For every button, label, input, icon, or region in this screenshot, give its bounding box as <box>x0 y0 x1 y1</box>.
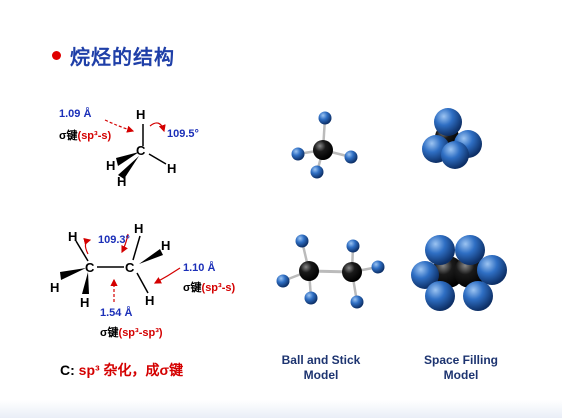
methane-bond-orbitals: (sp³-s) <box>77 130 112 142</box>
space-filling-caption: Space Filling Model <box>401 353 521 383</box>
title-row: 烷烃的结构 <box>52 43 175 69</box>
ethane-angle-arrow-2 <box>121 233 129 254</box>
ball-and-stick-caption-line-2: Model <box>303 368 339 382</box>
methane-atom-h-left: H <box>106 158 116 173</box>
ethane-atom-h1: H <box>68 229 78 244</box>
methane-atom-h-top: H <box>136 107 146 122</box>
ethane-ch-sigma: σ键 <box>183 282 202 294</box>
ethane-cc-orbitals: (sp³-sp³) <box>118 327 163 339</box>
ethane-atom-c2: C <box>125 260 135 275</box>
methane-bs-hydrogen <box>344 150 358 164</box>
ethane-ch-orbitals: (sp³-s) <box>201 282 236 294</box>
ethane-ch-length: 1.10 Å <box>183 262 216 274</box>
ethane-cc-sigma: σ键 <box>100 327 119 339</box>
ethane-bond-c1-h-top <box>75 240 89 262</box>
hybridization-note: C: sp³ 杂化，成σ键 <box>60 360 183 380</box>
space-filling-caption-line-2: Model <box>443 368 479 382</box>
ball-and-stick-caption: Ball and Stick Model <box>261 353 381 383</box>
methane-bond-arrow <box>104 119 135 133</box>
hybridization-note-rest: 杂化，成σ键 <box>99 362 184 378</box>
methane-bond-type: σ键(sp³-s) <box>59 127 111 143</box>
ethane-ball-and-stick-model <box>276 234 385 309</box>
methane-bs-hydrogen <box>310 165 324 179</box>
ethane-atom-c1: C <box>85 260 95 275</box>
methane-bs-carbon <box>313 140 333 160</box>
ethane-angle-arrow <box>83 237 92 255</box>
ethane-wedge-c1-left <box>60 268 86 280</box>
ethane-atom-h4: H <box>50 280 60 295</box>
ethane-wedge-c2-right <box>139 249 163 264</box>
ethane-atom-h5: H <box>80 295 90 310</box>
methane-wedge-bottom <box>118 156 139 179</box>
ethane-wedge-c1-bottom <box>82 272 89 294</box>
ethane-cc-length: 1.54 Å <box>100 307 133 319</box>
methane-space-filling-model <box>422 108 482 169</box>
ethane-ch-arrow <box>153 267 181 284</box>
methane-bs-hydrogen <box>291 147 305 161</box>
ethane-atom-h2: H <box>134 221 144 236</box>
methane-atom-h-right: H <box>167 161 177 176</box>
hybridization-note-prefix: C: <box>60 362 79 378</box>
methane-bond-sigma: σ键 <box>59 130 78 142</box>
methane-bs-hydrogen <box>318 111 332 125</box>
methane-wedge-left <box>116 152 139 166</box>
ethane-atom-h6: H <box>145 293 155 308</box>
methane-atom-h-bottom: H <box>117 174 127 189</box>
ball-and-stick-caption-line-1: Ball and Stick <box>281 353 361 367</box>
methane-atom-c: C <box>136 143 146 158</box>
ethane-space-filling-model <box>411 235 507 311</box>
ethane-bond-c2-h-bottom <box>136 272 149 294</box>
methane-ball-and-stick-model <box>291 111 358 179</box>
methane-bond-right <box>148 153 167 165</box>
title-bullet <box>52 50 61 60</box>
methane-angle-arrow <box>149 122 166 133</box>
ethane-bond-c2-h-top <box>132 235 141 261</box>
ethane-ch-bond-type: σ键(sp³-s) <box>183 279 235 295</box>
ethane-atom-h3: H <box>161 238 171 253</box>
ethane-angle: 109.3° <box>98 234 130 246</box>
space-filling-caption-line-1: Space Filling <box>423 353 498 367</box>
ethane-cc-bond-type: σ键(sp³-sp³) <box>100 324 163 340</box>
methane-angle: 109.5° <box>167 128 199 140</box>
methane-bond-length: 1.09 Å <box>59 108 92 120</box>
page-title: 烷烃的结构 <box>70 46 175 69</box>
hybridization-note-sp3: sp³ <box>78 362 100 378</box>
